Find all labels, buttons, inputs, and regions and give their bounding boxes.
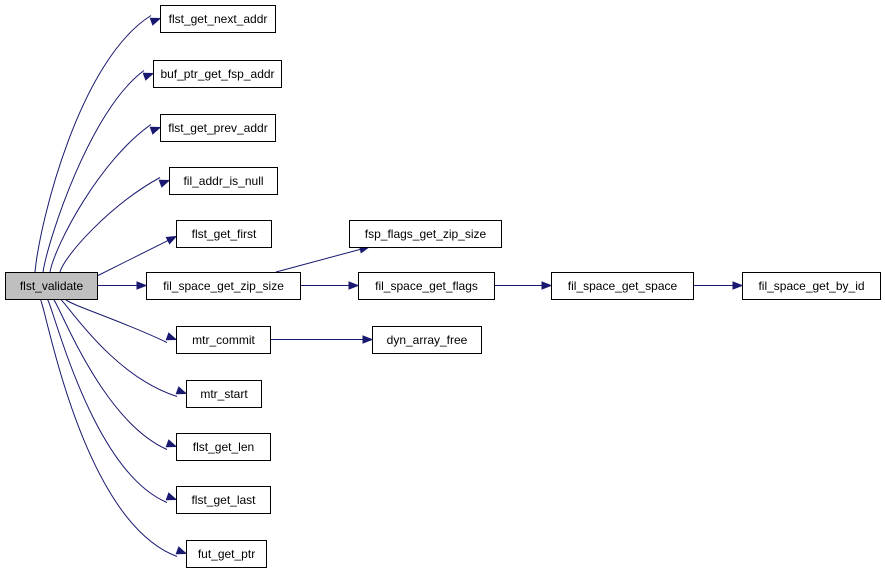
- edge-flst-validate-to-fut-get-ptr-arrowhead: [175, 546, 188, 555]
- node-box: [742, 272, 881, 300]
- node-label: mtr_start: [200, 387, 248, 401]
- function-nodes: flst_validate flst_get_next_addr buf_ptr_g…: [5, 5, 881, 568]
- edge-fil-space-get-space-to-fil-space-get-by-id-arrowhead: [732, 281, 744, 290]
- node-box: [349, 220, 502, 248]
- node-flst-get-first[interactable]: flst_get_first: [176, 220, 272, 248]
- node-mtr-start[interactable]: mtr_start: [186, 380, 262, 408]
- node-label: flst_get_first: [192, 227, 257, 241]
- edge-fil-space-get-flags-to-fil-space-get-space-arrowhead: [541, 281, 553, 290]
- edge-flst-validate-to-flst-get-first-arrowhead: [165, 235, 178, 245]
- edge-flst-validate-to-mtr-commit-arrowhead: [165, 332, 178, 341]
- edge-flst-validate-to-fil-space-get-zip-size-arrowhead: [136, 281, 148, 290]
- node-box: [160, 5, 276, 33]
- edge-flst-validate-to-fil-addr-is-null-arrowhead: [158, 179, 171, 188]
- edge-flst-validate-to-fil-addr-is-null: [59, 177, 161, 273]
- node-label: flst_get_next_addr: [169, 12, 268, 26]
- node-label: fil_space_get_flags: [375, 279, 478, 293]
- edge-flst-validate-to-flst-get-prev-addr: [49, 124, 152, 273]
- node-flst-get-next-addr[interactable]: flst_get_next_addr: [160, 5, 276, 33]
- node-flst-validate[interactable]: flst_validate: [5, 272, 98, 300]
- edge-flst-validate-to-buf-ptr-get-fsp-addr-arrowhead: [142, 72, 155, 81]
- edge-flst-validate-to-flst-get-next-addr-arrowhead: [149, 17, 162, 26]
- node-fil-space-get-zip-size[interactable]: fil_space_get_zip_size: [146, 272, 301, 300]
- node-label: fil_space_get_space: [568, 279, 678, 293]
- node-box: [146, 272, 301, 300]
- edge-flst-validate-to-mtr-commit: [64, 298, 168, 343]
- node-label: flst_get_len: [193, 440, 254, 454]
- node-box: [153, 60, 282, 88]
- node-label: fsp_flags_get_zip_size: [365, 227, 487, 241]
- edge-flst-validate-to-buf-ptr-get-fsp-addr: [42, 70, 145, 273]
- node-box: [176, 433, 271, 461]
- node-box: [186, 380, 262, 408]
- node-fsp-flags-get-zip-size[interactable]: fsp_flags_get_zip_size: [349, 220, 502, 248]
- node-box: [176, 486, 271, 514]
- node-box: [372, 326, 482, 354]
- edge-flst-validate-to-fut-get-ptr: [39, 298, 178, 557]
- node-label: fil_addr_is_null: [183, 174, 263, 188]
- node-label: flst_get_last: [191, 493, 256, 507]
- node-label: fil_space_get_by_id: [758, 279, 864, 293]
- node-label: buf_ptr_get_fsp_addr: [160, 67, 274, 81]
- edge-flst-validate-to-flst-get-len-arrowhead: [165, 439, 178, 448]
- node-box: [5, 272, 98, 300]
- node-box: [176, 326, 271, 354]
- node-box: [358, 272, 495, 300]
- node-box: [169, 167, 278, 195]
- node-flst-get-prev-addr[interactable]: flst_get_prev_addr: [160, 114, 276, 142]
- node-box: [160, 114, 276, 142]
- node-box: [551, 272, 694, 300]
- node-fil-space-get-space[interactable]: fil_space_get_space: [551, 272, 694, 300]
- node-buf-ptr-get-fsp-addr[interactable]: buf_ptr_get_fsp_addr: [153, 60, 282, 88]
- node-flst-get-last[interactable]: flst_get_last: [176, 486, 271, 514]
- edge-mtr-commit-to-dyn-array-free-arrowhead: [362, 335, 374, 344]
- edge-fil-space-get-zip-size-to-fil-space-get-flags-arrowhead: [348, 281, 360, 290]
- node-label: fut_get_ptr: [198, 547, 255, 561]
- node-label: flst_get_prev_addr: [168, 121, 267, 135]
- edge-flst-validate-to-flst-get-len: [52, 298, 168, 450]
- node-flst-get-len[interactable]: flst_get_len: [176, 433, 271, 461]
- node-box: [176, 220, 272, 248]
- edge-fil-space-get-zip-size-to-fsp-flags-get-zip-size: [275, 248, 361, 273]
- edge-flst-validate-to-flst-get-last: [46, 298, 168, 503]
- node-fil-space-get-by-id[interactable]: fil_space_get_by_id: [742, 272, 881, 300]
- edge-flst-validate-to-flst-get-first: [96, 240, 169, 277]
- node-label: mtr_commit: [192, 333, 255, 347]
- node-label: flst_validate: [20, 279, 84, 293]
- node-box: [186, 540, 267, 568]
- edge-flst-validate-to-flst-get-prev-addr-arrowhead: [149, 126, 162, 135]
- node-fut-get-ptr[interactable]: fut_get_ptr: [186, 540, 267, 568]
- edge-flst-validate-to-mtr-start: [59, 298, 178, 397]
- edge-flst-validate-to-mtr-start-arrowhead: [175, 386, 188, 395]
- node-mtr-commit[interactable]: mtr_commit: [176, 326, 271, 354]
- node-fil-addr-is-null[interactable]: fil_addr_is_null: [169, 167, 278, 195]
- edge-flst-validate-to-flst-get-next-addr: [34, 15, 152, 273]
- node-fil-space-get-flags[interactable]: fil_space_get_flags: [358, 272, 495, 300]
- node-label: dyn_array_free: [387, 333, 468, 347]
- edge-flst-validate-to-flst-get-last-arrowhead: [165, 492, 178, 501]
- node-dyn-array-free[interactable]: dyn_array_free: [372, 326, 482, 354]
- node-label: fil_space_get_zip_size: [163, 279, 284, 293]
